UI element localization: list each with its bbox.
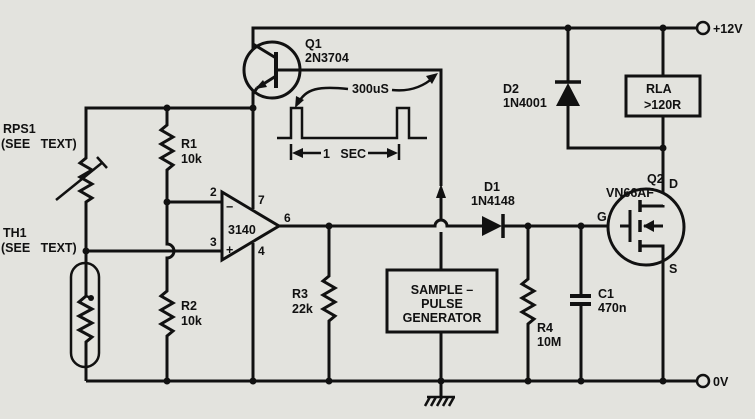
r2-resistor: R2 10k xyxy=(158,202,202,381)
opamp-noninverting-sign: + xyxy=(226,243,233,257)
th1-ref-label: TH1 xyxy=(3,226,27,240)
generator-line3: GENERATOR xyxy=(403,311,482,325)
opamp-3140: 3140 − + 2 3 7 4 6 xyxy=(210,108,291,381)
q1-part-label: 2N3704 xyxy=(305,51,349,65)
q2-source-label: S xyxy=(669,262,677,276)
ground-terminal xyxy=(695,373,711,389)
opamp-pin-3: 3 xyxy=(210,235,217,249)
period-label: 1 SEC xyxy=(323,147,366,161)
opamp-pin-6: 6 xyxy=(284,211,291,225)
pulse-width-label: 300uS xyxy=(352,82,389,96)
q2-mosfet: Q2 VN66AF D G S xyxy=(597,148,686,381)
th1-thermistor: TH1 (SEE TEXT) xyxy=(1,226,101,381)
positive-terminal xyxy=(695,20,711,36)
r3-resistor: R3 22k xyxy=(292,226,338,381)
d1-diode: D1 1N4148 xyxy=(471,180,620,238)
opamp-pin-7: 7 xyxy=(258,193,265,207)
relay-value-label: >120R xyxy=(644,98,681,112)
positive-rail-label: +12V xyxy=(713,22,743,36)
ground-rail-label: 0V xyxy=(713,375,729,389)
q2-ref-label: Q2 xyxy=(647,172,664,186)
rps1-variable-resistor: RPS1 (SEE TEXT) xyxy=(1,122,108,251)
sample-pulse-generator: SAMPLE – PULSE GENERATOR xyxy=(385,198,499,397)
d1-ref-label: D1 xyxy=(484,180,500,194)
th1-note-label: (SEE TEXT) xyxy=(1,241,77,255)
r4-resistor: R4 10M xyxy=(519,226,561,381)
c1-ref-label: C1 xyxy=(598,287,614,301)
pulse-waveform: 1 SEC 300uS xyxy=(277,73,438,161)
r2-value-label: 10k xyxy=(181,314,202,328)
q2-part-label: VN66AF xyxy=(606,186,654,200)
generator-line1: SAMPLE – xyxy=(411,283,474,297)
r2-ref-label: R2 xyxy=(181,299,197,313)
d2-diode: D2 1N4001 xyxy=(503,28,667,152)
opamp-pin-2: 2 xyxy=(210,185,217,199)
r1-value-label: 10k xyxy=(181,152,202,166)
relay-ref-label: RLA xyxy=(646,82,672,96)
r3-ref-label: R3 xyxy=(292,287,308,301)
q1-transistor: Q1 2N3704 xyxy=(242,28,443,186)
d2-part-label: 1N4001 xyxy=(503,96,547,110)
opamp-part-label: 3140 xyxy=(228,223,256,237)
r1-resistor: R1 10k xyxy=(158,108,202,206)
rps1-note-label: (SEE TEXT) xyxy=(1,137,77,151)
opamp-inverting-sign: − xyxy=(226,200,233,214)
ground-symbol-icon xyxy=(423,395,456,407)
opamp-pin-4: 4 xyxy=(258,244,265,258)
d2-ref-label: D2 xyxy=(503,82,519,96)
q2-gate-label: G xyxy=(597,210,607,224)
relay-coil: RLA >120R xyxy=(624,28,702,148)
r3-value-label: 22k xyxy=(292,302,313,316)
r1-ref-label: R1 xyxy=(181,137,197,151)
c1-capacitor: C1 470n xyxy=(570,226,627,381)
c1-value-label: 470n xyxy=(598,301,627,315)
q1-ref-label: Q1 xyxy=(305,37,322,51)
d1-part-label: 1N4148 xyxy=(471,194,515,208)
ground-rail: 0V xyxy=(86,373,729,389)
rps1-ref-label: RPS1 xyxy=(3,122,36,136)
r4-ref-label: R4 xyxy=(537,321,553,335)
r4-value-label: 10M xyxy=(537,335,561,349)
q2-drain-label: D xyxy=(669,177,678,191)
generator-line2: PULSE xyxy=(421,297,463,311)
